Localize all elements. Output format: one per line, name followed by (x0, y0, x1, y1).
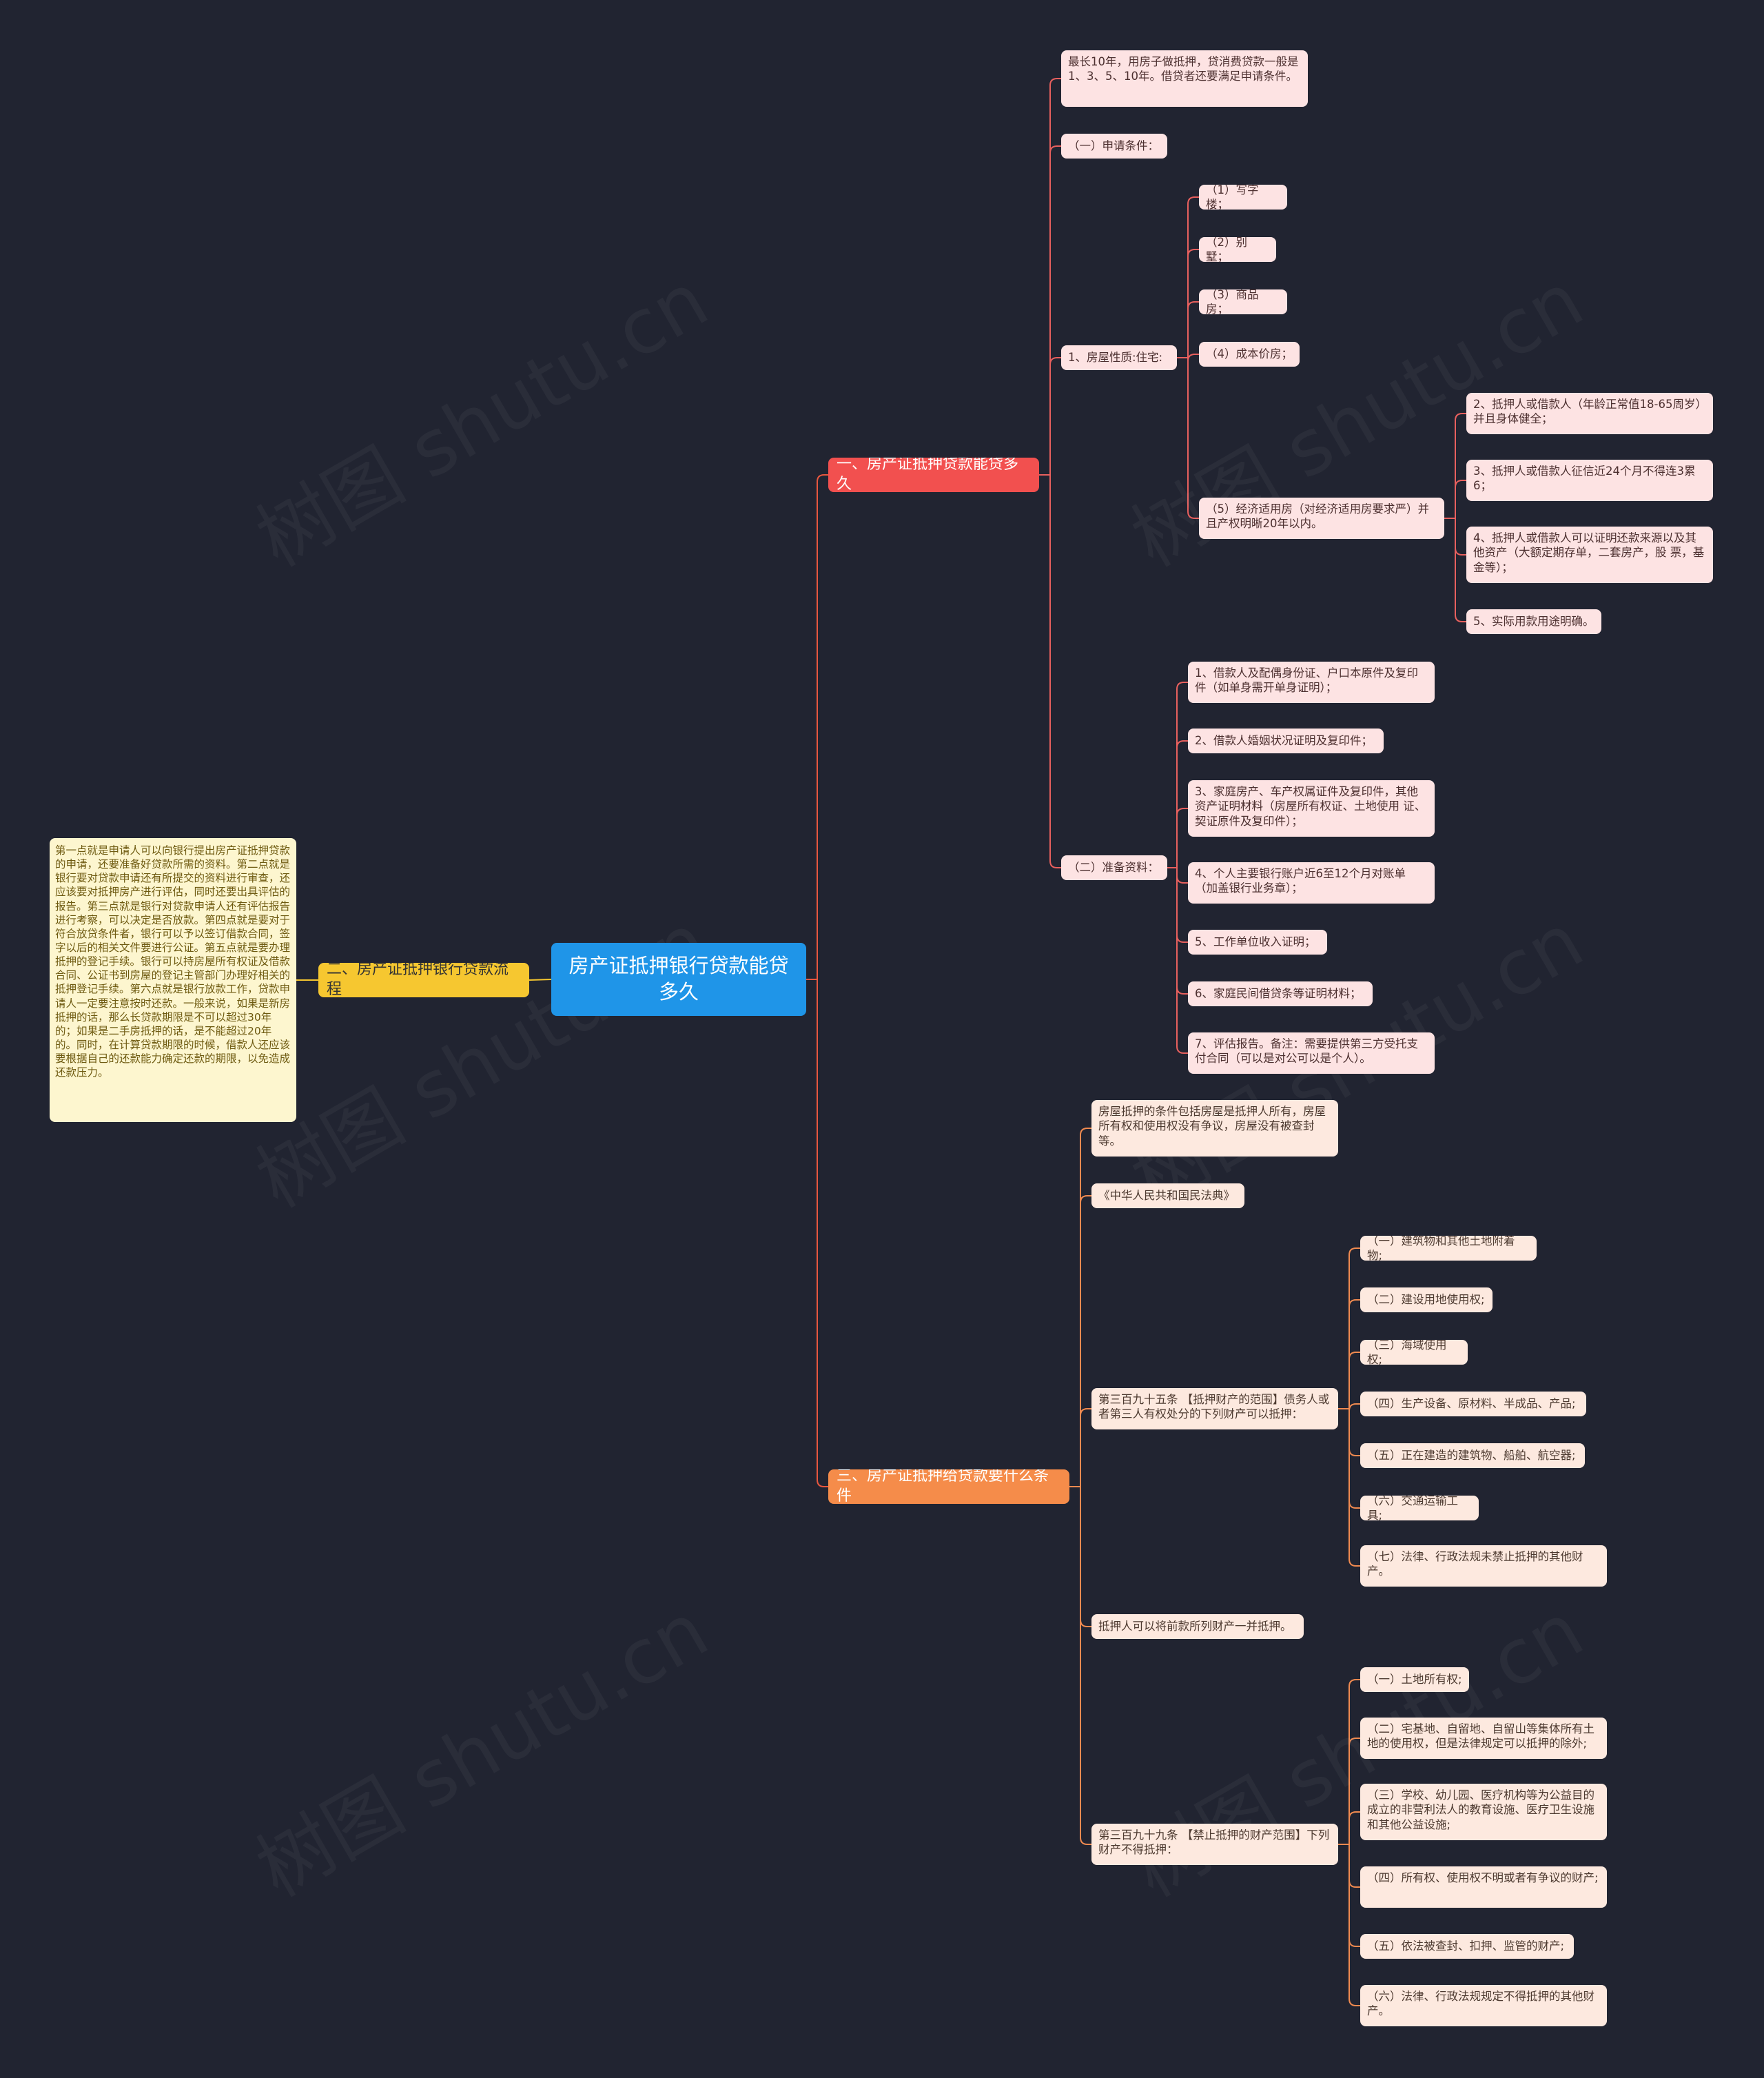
prohibited-property[interactable]: （二）宅基地、自留地、自留山等集体所有土地的使用权，但是法律规定可以抵押的除外; (1360, 1718, 1607, 1759)
connector-line (817, 1479, 828, 1487)
property-type-item[interactable]: （4）成本价房； (1199, 342, 1300, 367)
article-399[interactable]: 第三百九十九条 【禁止抵押的财产范围】下列财产不得抵押： (1091, 1824, 1338, 1865)
loan-duration-intro[interactable]: 最长10年，用房子做抵押，贷消费贷款一般是1、3、5、10年。借贷者还要满足申请… (1061, 50, 1308, 107)
connector-line (1348, 1880, 1360, 1888)
mortgageable-property[interactable]: （六）交通运输工具; (1360, 1496, 1479, 1520)
connector-line (1348, 1448, 1360, 1456)
connector-line (1080, 1408, 1091, 1416)
property-type-item[interactable]: （3）商品房； (1199, 289, 1287, 314)
connector-line (1176, 808, 1188, 816)
prohibited-property[interactable]: （五）依法被查封、扣押、监管的财产; (1360, 1934, 1574, 1959)
connector-line (1187, 196, 1199, 205)
connector-line (1049, 78, 1061, 86)
connector-line (1176, 1046, 1188, 1054)
material-item[interactable]: 4、个人主要银行账户近6至12个月对账单（加盖银行业务章）； (1188, 862, 1435, 904)
connector-line (1176, 986, 1188, 995)
economic-housing[interactable]: （5）经济适用房（对经济适用房要求严）并且产权明晰20年以内。 (1199, 498, 1444, 539)
connector-line (1176, 682, 1188, 690)
connector-line (1348, 1500, 1360, 1509)
prohibited-property[interactable]: （三）学校、幼儿园、医疗机构等为公益目的成立的非营利法人的教育设施、医疗卫生设施… (1360, 1784, 1607, 1840)
material-item[interactable]: 3、家庭房产、车产权属证件及复印件，其他资产证明材料（房屋所有权证、土地使用 证… (1188, 780, 1435, 837)
connector-line (1080, 1195, 1091, 1203)
connector-line (1348, 1558, 1360, 1567)
connector-line (1455, 480, 1466, 488)
connector-line (1176, 740, 1188, 748)
connector-line (1348, 1403, 1360, 1412)
connector-line (1187, 354, 1199, 362)
prohibited-property[interactable]: （一）土地所有权; (1360, 1667, 1469, 1692)
mortgageable-property[interactable]: （三）海域使用权; (1360, 1340, 1468, 1365)
mortgageable-property[interactable]: （二）建设用地使用权; (1360, 1287, 1493, 1312)
mortgageable-property[interactable]: （四）生产设备、原材料、半成品、产品; (1360, 1392, 1586, 1416)
prohibited-property[interactable]: （六）法律、行政法规规定不得抵押的其他财产。 (1360, 1985, 1607, 2026)
civil-code-reference[interactable]: 《中华人民共和国民法典》 (1091, 1183, 1244, 1208)
connector-line (1176, 935, 1188, 943)
prohibited-property[interactable]: （四）所有权、使用权不明或者有争议的财产; (1360, 1866, 1607, 1908)
property-type-item[interactable]: （2）别墅； (1199, 237, 1276, 262)
connector-line (1080, 1619, 1091, 1627)
material-item[interactable]: 7、评估报告。备注：需要提供第三方受托支付合同（可以是对公可以是个人）。 (1188, 1032, 1435, 1074)
mortgageable-property[interactable]: （五）正在建造的建筑物、船舶、航空器; (1360, 1443, 1585, 1468)
loan-process-detail[interactable]: 第一点就是申请人可以向银行提出房产证抵押贷款的申请，还要准备好贷款所需的资料。第… (50, 838, 296, 1122)
connector-line (1348, 1939, 1360, 1947)
connector-line (1176, 875, 1188, 884)
connector-line (1348, 1247, 1360, 1256)
connector-line (1080, 1837, 1091, 1845)
material-item[interactable]: 2、借款人婚姻状况证明及复印件； (1188, 729, 1384, 753)
connector-line (1049, 860, 1061, 868)
borrower-requirement[interactable]: 4、抵押人或借款人可以证明还款来源以及其他资产（大额定期存单，二套房产，股 票，… (1466, 527, 1713, 583)
connector-line (1455, 614, 1466, 622)
connector-line (1348, 1679, 1360, 1687)
borrower-requirement[interactable]: 5、实际用款用途明确。 (1466, 609, 1601, 634)
connector-line (1455, 547, 1466, 556)
material-item[interactable]: 6、家庭民间借贷条等证明材料； (1188, 981, 1373, 1006)
connector-line (1049, 145, 1061, 154)
combined-mortgage[interactable]: 抵押人可以将前款所列财产一并抵押。 (1091, 1614, 1304, 1639)
mortgage-conditions-intro[interactable]: 房屋抵押的条件包括房屋是抵押人所有，房屋所有权和使用权没有争议，房屋没有被查封等… (1091, 1100, 1338, 1157)
property-type-item[interactable]: （1）写字楼； (1199, 185, 1287, 210)
article-395[interactable]: 第三百九十五条 【抵押财产的范围】债务人或者第三人有权处分的下列财产可以抵押： (1091, 1388, 1338, 1429)
branch-loan-duration[interactable]: 一、房产证抵押贷款能贷多久 (828, 458, 1039, 492)
borrower-requirement[interactable]: 2、抵押人或借款人（年龄正常值18-65周岁）并且身体健全； (1466, 393, 1713, 434)
connector-line (529, 979, 552, 981)
connector-line (1080, 1128, 1091, 1136)
connector-line (1455, 413, 1466, 421)
connector-line (1187, 301, 1199, 309)
connector-line (1348, 1738, 1360, 1746)
root-topic[interactable]: 房产证抵押银行贷款能贷多久 (551, 943, 806, 1016)
connector-line (1348, 1299, 1360, 1307)
mortgageable-property[interactable]: （一）建筑物和其他土地附着物; (1360, 1236, 1537, 1261)
connector-line (1187, 249, 1199, 257)
borrower-requirement[interactable]: 3、抵押人或借款人征信近24个月不得连3累6； (1466, 460, 1713, 501)
connector-line (1348, 1998, 1360, 2006)
prepare-materials[interactable]: （二）准备资料： (1061, 855, 1167, 880)
connector-line (1049, 357, 1061, 365)
material-item[interactable]: 1、借款人及配偶身份证、户口本原件及复印件（如单身需开单身证明）； (1188, 662, 1435, 703)
connector-line (1348, 1811, 1360, 1820)
application-conditions[interactable]: （一）申请条件： (1061, 134, 1167, 159)
mortgageable-property[interactable]: （七）法律、行政法规未禁止抵押的其他财产。 (1360, 1545, 1607, 1587)
branch-loan-conditions[interactable]: 三、房产证抵押给贷款要什么条件 (828, 1469, 1069, 1504)
branch-loan-process[interactable]: 二、房产证抵押银行贷款流程 (318, 963, 529, 997)
material-item[interactable]: 5、工作单位收入证明； (1188, 930, 1327, 955)
connector-line (817, 474, 828, 482)
connector-line (1187, 511, 1199, 519)
property-type[interactable]: 1、房屋性质:住宅: (1061, 345, 1177, 370)
connector-line (1348, 1352, 1360, 1360)
